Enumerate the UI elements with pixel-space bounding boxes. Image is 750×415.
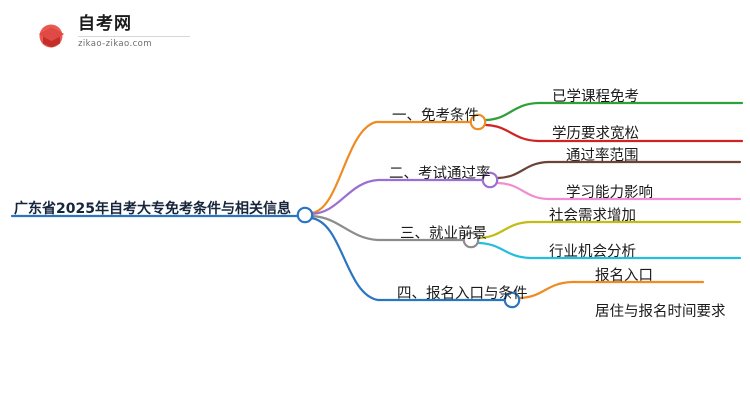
graduation-book-icon — [26, 14, 72, 58]
site-logo: 自考网 zikao-zikao.com — [26, 12, 196, 60]
leaf-label-1-1[interactable]: 已学课程免考 — [552, 89, 639, 105]
leaf-label-3-2[interactable]: 行业机会分析 — [549, 244, 636, 260]
leaf-label-3-1[interactable]: 社会需求增加 — [549, 208, 636, 224]
leaf-connector-2-2 — [496, 181, 742, 201]
leaf-connector-1-1 — [484, 101, 744, 122]
branch-node-circle-3[interactable] — [462, 231, 480, 249]
branch-connector-3 — [309, 214, 466, 242]
branch-label-1[interactable]: 一、免考条件 — [392, 108, 479, 124]
leaf-connector-4-1 — [518, 280, 705, 300]
leaf-label-4-1[interactable]: 报名入口 — [595, 268, 653, 284]
logo-site-name: 自考网 — [78, 14, 132, 34]
branch-node-circle-4[interactable] — [503, 291, 521, 309]
branch-connector-1 — [309, 120, 473, 215]
branch-label-3[interactable]: 三、就业前景 — [400, 226, 487, 242]
root-node-label[interactable]: 广东省2025年自考大专免考条件与相关信息 — [14, 201, 291, 217]
branch-connector-2 — [309, 178, 485, 216]
leaf-connector-1-2 — [484, 123, 744, 143]
leaf-connector-3-1 — [477, 220, 742, 240]
logo-site-url: zikao-zikao.com — [78, 39, 152, 49]
leaf-connector-2-1 — [496, 160, 742, 180]
leaf-label-2-1[interactable]: 通过率范围 — [566, 148, 639, 164]
leaf-label-2-2[interactable]: 学习能力影响 — [566, 185, 653, 201]
branch-node-circle-2[interactable] — [481, 171, 499, 189]
root-node-circle[interactable] — [296, 206, 314, 224]
branch-label-4[interactable]: 四、报名入口与条件 — [397, 286, 528, 302]
leaf-label-4-2[interactable]: 居住与报名时间要求 — [595, 304, 726, 320]
leaf-connector-3-2 — [477, 241, 742, 260]
branch-label-2[interactable]: 二、考试通过率 — [389, 166, 491, 182]
leaf-label-1-2[interactable]: 学历要求宽松 — [552, 126, 639, 142]
branch-connector-4 — [309, 216, 507, 302]
branch-node-circle-1[interactable] — [469, 113, 487, 131]
logo-divider — [78, 36, 190, 37]
